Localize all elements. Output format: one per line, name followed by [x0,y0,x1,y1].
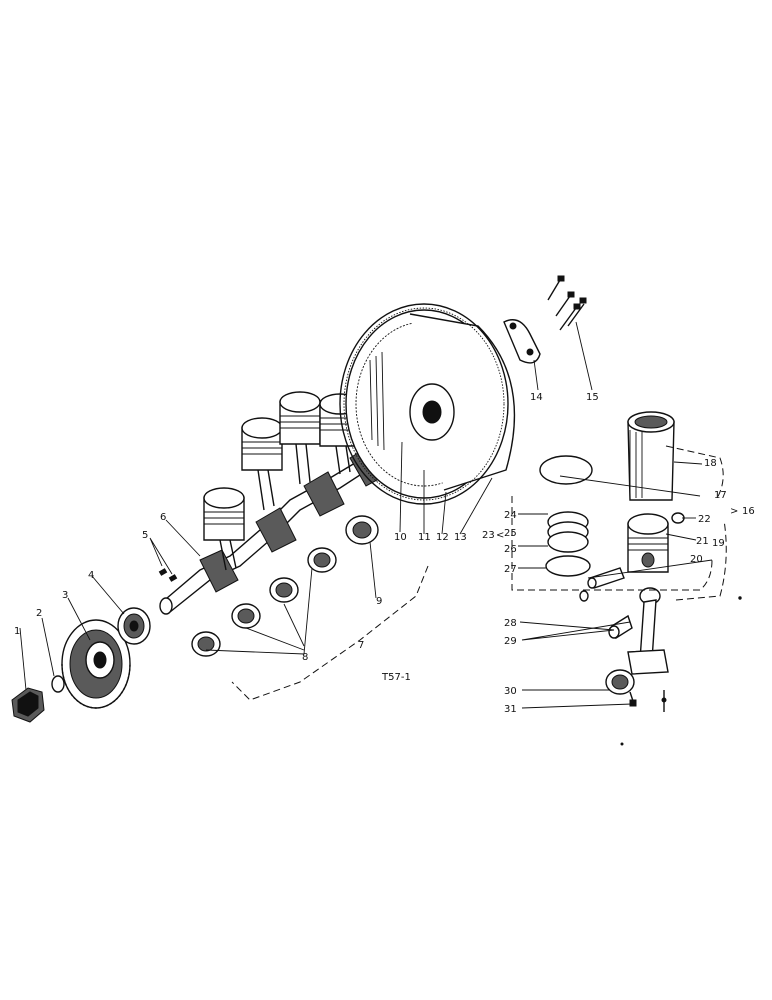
callout-11: 11 [418,532,431,543]
brace-16: > [730,506,738,517]
callout-15: 15 [586,392,599,403]
callout-17: 17 [714,490,727,501]
piston-assembly-3 [279,391,321,485]
group-bracket-crankshaft [231,565,429,701]
callout-25: 25 [504,528,517,539]
callout-14: 14 [530,392,543,403]
piston-assembly-2 [241,417,283,511]
callout-30: 30 [504,686,517,697]
brace-23: < [496,530,504,541]
callout-10: 10 [394,532,407,543]
leader-lines [19,321,713,709]
callout-21: 21 [696,536,709,547]
flywheel [345,309,516,499]
callout-13: 13 [454,532,467,543]
connecting-rod-bolt [629,691,637,707]
timing-gear [117,607,151,645]
callout-23: 23 [482,530,495,541]
callout-8: 8 [302,652,308,663]
callout-18: 18 [704,458,717,469]
woodruff-keys [158,568,178,582]
callout-20: 20 [690,554,703,565]
callout-5: 5 [142,530,148,541]
piston-assembly-1 [203,487,245,571]
rear-main-bearing [345,515,379,545]
crankshaft-nut [11,687,45,723]
stray-dot [738,596,742,600]
cylinder-sleeve [627,411,675,501]
flywheel-bolts [547,275,587,331]
callout-9: 9 [376,596,382,607]
main-bearings [191,547,337,657]
connecting-rod-bushing [608,614,633,640]
callout-29: 29 [504,636,517,647]
figure-code: T57-1 [381,672,411,683]
callout-24: 24 [504,510,517,521]
callout-19: 19 [712,538,725,549]
group-bracket-piston-set [511,445,727,601]
callout-12: 12 [436,532,449,543]
callout-27: 27 [504,564,517,575]
connecting-rod [627,587,669,712]
piston-pin [587,567,625,589]
snap-ring-small [579,590,589,602]
callout-28: 28 [504,618,517,629]
piston [627,513,669,573]
callout-16: 16 [742,506,755,517]
callout-labels: 1 2 3 4 5 6 7 8 9 10 11 12 13 14 15 16 1… [14,392,755,715]
callout-31: 31 [504,704,517,715]
lock-plate [503,319,541,364]
connecting-rod-bearing [605,669,635,695]
cylinder-sleeve-o-ring [539,455,593,485]
washer [51,675,65,693]
callout-3: 3 [62,590,68,601]
piston-rings [547,511,589,553]
callout-1: 1 [14,626,20,637]
callout-7: 7 [358,640,364,651]
callout-6: 6 [160,512,166,523]
callout-26: 26 [504,544,517,555]
oil-ring [545,555,591,577]
callout-4: 4 [88,570,94,581]
crankshaft-pulley [61,619,131,709]
stray-dot [620,742,624,746]
callout-2: 2 [36,608,42,619]
callout-22: 22 [698,514,711,525]
